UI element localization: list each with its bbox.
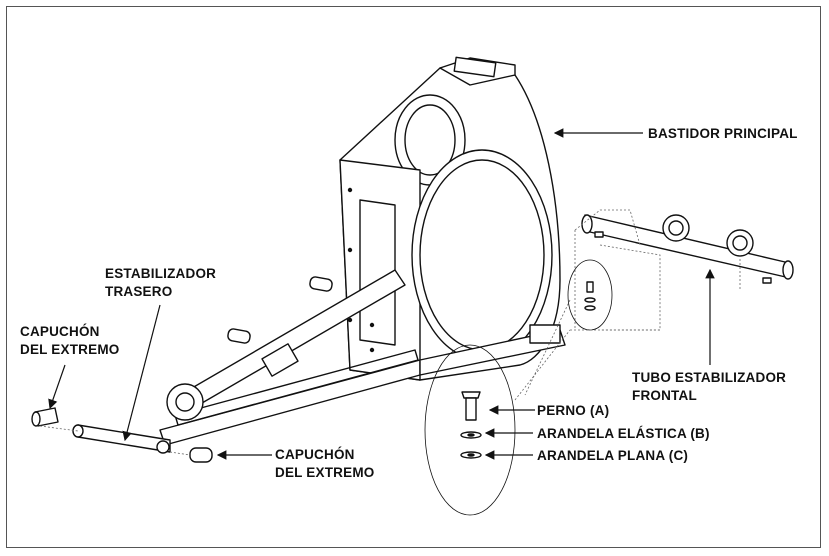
handle-left <box>227 328 251 344</box>
leader-lines <box>48 128 715 460</box>
base-rail <box>159 324 566 446</box>
label-rear-stabilizer-1: ESTABILIZADOR <box>105 266 217 281</box>
label-front-stabilizer-1: TUBO ESTABILIZADOR <box>632 370 787 385</box>
label-end-cap-bottom-2: DEL EXTREMO <box>275 465 375 480</box>
diagram-frame <box>6 6 821 548</box>
front-stabilizer-tube <box>581 214 794 284</box>
label-end-cap-bottom-1: CAPUCHÓN <box>275 447 355 462</box>
rear-stabilizer <box>72 424 171 454</box>
label-main-frame: BASTIDOR PRINCIPAL <box>648 126 798 141</box>
label-bolt: PERNO (A) <box>537 403 610 418</box>
hardware-detail-magnified <box>424 344 516 516</box>
end-cap-bottom <box>189 447 213 463</box>
pedal-arm <box>166 269 406 421</box>
handle-right <box>309 276 333 292</box>
label-rear-stabilizer-2: TRASERO <box>105 284 173 299</box>
end-cap-left <box>31 407 59 427</box>
assembly-guides <box>39 209 741 456</box>
main-frame <box>339 56 561 381</box>
label-front-stabilizer-2: FRONTAL <box>632 388 697 403</box>
label-lock-washer: ARANDELA ELÁSTICA (B) <box>537 426 710 441</box>
label-end-cap-left-1: CAPUCHÓN <box>20 324 100 339</box>
label-flat-washer: ARANDELA PLANA (C) <box>537 448 689 463</box>
label-end-cap-left-2: DEL EXTREMO <box>20 342 120 357</box>
